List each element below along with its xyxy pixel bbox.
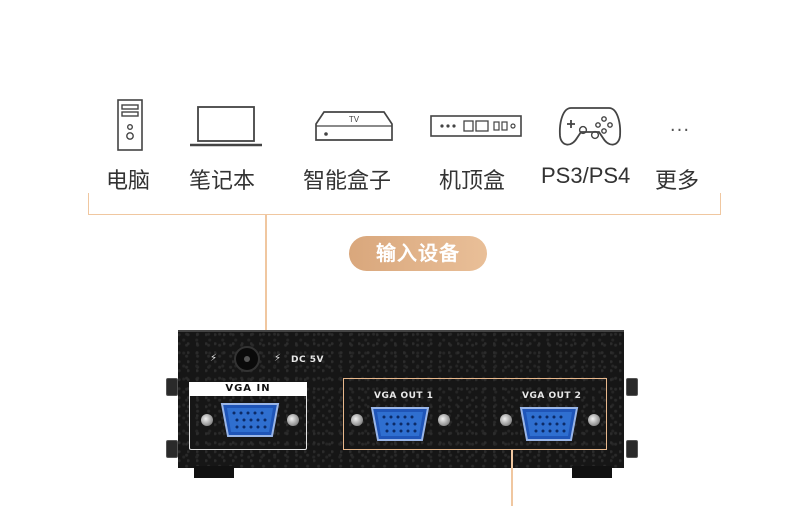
device-label-more: 更多: [655, 169, 700, 194]
bolt-icon: ⚡: [274, 353, 282, 364]
input-devices-badge: 输入设备: [349, 236, 487, 271]
device-label-laptop: 笔记本: [189, 169, 256, 194]
vga-out-1-label: VGA OUT 1: [374, 391, 434, 401]
set-top-box-icon: [426, 98, 526, 154]
right-side-tab-top: [626, 378, 638, 396]
input-connector-line: [265, 215, 267, 383]
vga-in-label: VGA IN: [189, 382, 307, 396]
desktop-pc-icon: [80, 98, 180, 154]
device-foot-left: [194, 466, 234, 478]
screw-icon: [500, 414, 512, 426]
screw-icon: [201, 414, 213, 426]
svg-text:TV: TV: [349, 115, 360, 124]
screw-icon: [588, 414, 600, 426]
gamepad-icon: [540, 98, 640, 154]
vga-out-2-port[interactable]: [517, 404, 581, 448]
input-devices-bracket: [88, 193, 721, 215]
dc-label: DC 5V: [291, 355, 324, 365]
vga-out-2-label: VGA OUT 2: [522, 391, 582, 401]
screw-icon: [351, 414, 363, 426]
dc-power-jack[interactable]: [234, 346, 260, 372]
device-label-ps: PS3/PS4: [541, 163, 631, 188]
left-side-tab-top: [166, 378, 178, 396]
ellipsis-icon: ···: [669, 120, 691, 141]
left-side-tab-bottom: [166, 440, 178, 458]
device-foot-right: [572, 466, 612, 478]
screw-icon: [287, 414, 299, 426]
device-label-smart-box: 智能盒子: [303, 169, 392, 194]
vga-out-1-port[interactable]: [368, 404, 432, 448]
tv-box-icon: TV: [304, 98, 404, 154]
screw-icon: [438, 414, 450, 426]
device-label-set-top-box: 机顶盒: [439, 169, 506, 194]
output-connector-line: [511, 450, 513, 506]
bolt-icon: ⚡: [210, 353, 218, 364]
laptop-icon: [176, 98, 276, 154]
vga-in-port[interactable]: [218, 400, 282, 444]
vga-out-frame: [343, 378, 607, 450]
device-label-pc: 电脑: [106, 169, 151, 194]
right-side-tab-bottom: [626, 440, 638, 458]
